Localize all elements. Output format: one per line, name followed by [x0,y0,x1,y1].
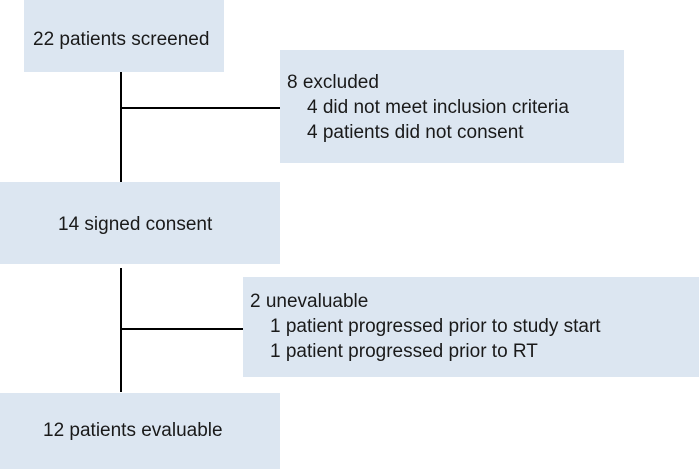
excluded-details: 8 excluded 4 did not meet inclusion crit… [287,70,569,145]
evaluable-label: 12 patients evaluable [43,420,223,441]
unevaluable-item-rt: 1 patient progressed prior to RT [270,341,538,362]
excluded-item-inclusion: 4 did not meet inclusion criteria [307,97,569,118]
consent-label: 14 signed consent [58,214,213,235]
screened-box: 22 patients screened [24,0,224,72]
consent-box: 14 signed consent [0,182,280,264]
connector-to-excluded [121,107,280,109]
connector-screened-to-consent [120,72,122,182]
excluded-item-consent: 4 patients did not consent [307,122,524,143]
unevaluable-item-study-start: 1 patient progressed prior to study star… [270,316,601,337]
excluded-box: 8 excluded 4 did not meet inclusion crit… [280,50,624,163]
unevaluable-heading: 2 unevaluable [250,291,369,312]
screened-label: 22 patients screened [33,29,210,50]
unevaluable-details: 2 unevaluable 1 patient progressed prior… [250,289,601,364]
connector-to-unevaluable [121,328,243,330]
unevaluable-box: 2 unevaluable 1 patient progressed prior… [243,277,699,377]
connector-consent-to-evaluable [120,268,122,392]
evaluable-box: 12 patients evaluable [0,393,280,469]
excluded-heading: 8 excluded [287,72,379,93]
